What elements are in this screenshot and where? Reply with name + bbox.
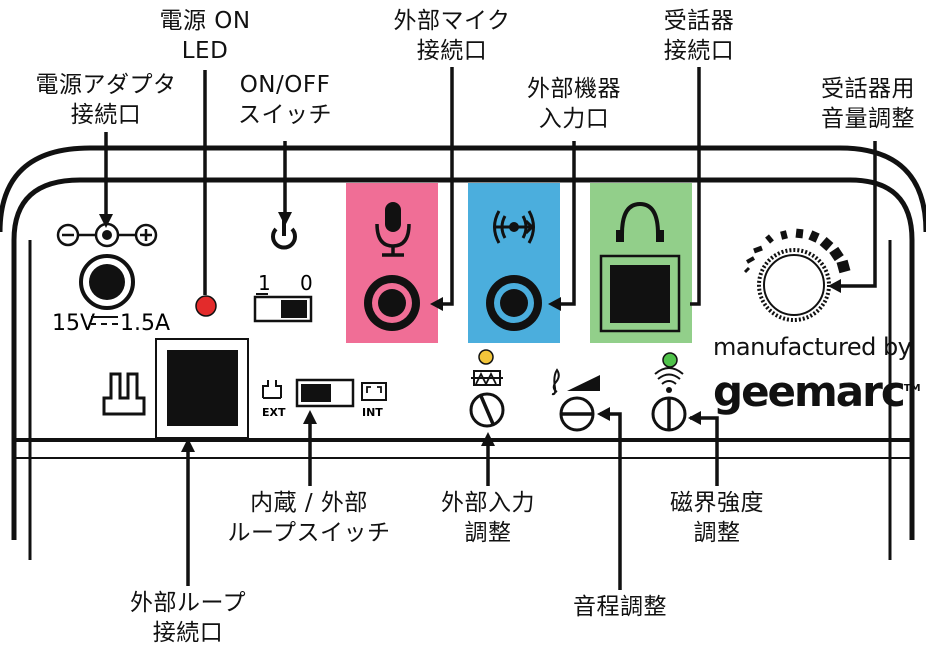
label-line: スイッチ — [238, 102, 332, 128]
trademark-symbol: TM — [903, 383, 921, 394]
on-off-switch[interactable] — [253, 295, 313, 323]
label-line: ON/OFF — [239, 72, 331, 98]
label-line: 外部ループ — [129, 590, 247, 616]
label-field-strength: 磁界強度 調整 — [670, 488, 764, 548]
switch-zero-label: 0 — [300, 271, 313, 295]
ext-loop-icon — [262, 380, 282, 399]
power-polarity-icon — [56, 222, 158, 248]
label-line: 電源アダプタ — [35, 72, 177, 98]
label-line: 接続口 — [416, 38, 488, 64]
housing-inner-edge — [11, 177, 915, 560]
label-loop-switch: 内蔵 / 外部 ループスイッチ — [227, 488, 390, 548]
mic-jack[interactable] — [364, 275, 420, 331]
label-line: ループスイッチ — [227, 520, 391, 546]
leader-field-strength — [690, 416, 719, 486]
loop-connector-icon — [102, 372, 146, 416]
label-line: 外部入力 — [441, 490, 535, 516]
tone-ramp-icon — [567, 375, 600, 391]
label-tone-adjust: 音程調整 — [573, 592, 667, 622]
dc-symbol-icon — [91, 316, 118, 325]
brand-logo: geemarcTM — [713, 364, 921, 417]
housing-outer-edge — [0, 145, 926, 233]
ext-text: EXT — [262, 406, 286, 419]
label-power-adapter: 電源アダプタ 接続口 — [36, 70, 177, 130]
tone-knob[interactable] — [559, 396, 595, 432]
label-line: 入力口 — [538, 106, 610, 132]
ear-waveform-icon — [471, 370, 503, 387]
manufactured-by-text: manufactured by — [713, 333, 912, 361]
housing-cut-right — [904, 540, 924, 580]
label-line: 外部マイク — [393, 8, 511, 34]
int-text: INT — [362, 406, 383, 419]
leader-handset — [690, 67, 701, 306]
leader-arrowheads — [99, 212, 841, 452]
label-line: 接続口 — [152, 620, 224, 646]
yellow-indicator — [478, 349, 494, 365]
label-line: 調整 — [693, 520, 741, 546]
label-line: 電源 ON — [159, 8, 251, 34]
housing-cut-left — [4, 540, 20, 580]
label-line: 接続口 — [663, 38, 735, 64]
switch-one-label: 1 — [258, 271, 271, 295]
label-ext-device: 外部機器 入力口 — [527, 74, 621, 134]
volume-knob[interactable] — [757, 248, 831, 322]
label-line: 受話器 — [663, 8, 735, 34]
label-handset: 受話器 接続口 — [664, 6, 735, 66]
label-line: 音量調整 — [821, 106, 915, 132]
field-strength-knob[interactable] — [651, 396, 687, 432]
handset-port[interactable] — [599, 254, 681, 333]
label-line: 受話器用 — [821, 76, 915, 102]
volume-scale-icon — [743, 228, 851, 274]
loop-switch[interactable] — [295, 378, 355, 408]
current-text: 1.5A — [120, 311, 170, 336]
label-line: LED — [181, 38, 229, 64]
green-indicator — [662, 352, 678, 368]
treble-clef-icon — [551, 368, 560, 396]
label-line: 外部機器 — [527, 76, 621, 102]
label-line: 音程調整 — [573, 594, 667, 620]
hearing-loop-icon — [654, 367, 684, 393]
ext-input-knob[interactable] — [469, 392, 505, 428]
label-line: 内蔵 / 外部 — [250, 490, 368, 516]
broadcast-icon — [493, 210, 535, 244]
label-line: 磁界強度 — [670, 490, 764, 516]
label-ext-input-adjust: 外部入力 調整 — [441, 488, 535, 548]
int-loop-icon — [361, 382, 387, 401]
label-on-off-switch: ON/OFF スイッチ — [238, 70, 332, 130]
device-input-jack[interactable] — [486, 275, 542, 331]
label-power-led: 電源 ON LED — [159, 6, 250, 66]
external-loop-port[interactable] — [155, 338, 249, 439]
label-line: 調整 — [464, 520, 512, 546]
label-ext-loop: 外部ループ 接続口 — [130, 588, 246, 648]
brand-name: geemarc — [713, 367, 906, 416]
label-line: 接続口 — [70, 102, 142, 128]
power-adapter-jack[interactable] — [79, 254, 135, 310]
headphones-icon — [616, 201, 664, 242]
power-led — [195, 295, 217, 317]
voltage-text: 15V — [52, 311, 95, 336]
leader-volume — [836, 141, 877, 288]
microphone-icon — [375, 202, 411, 257]
label-ext-mic: 外部マイク 接続口 — [393, 6, 510, 66]
label-handset-volume: 受話器用 音量調整 — [821, 74, 915, 134]
